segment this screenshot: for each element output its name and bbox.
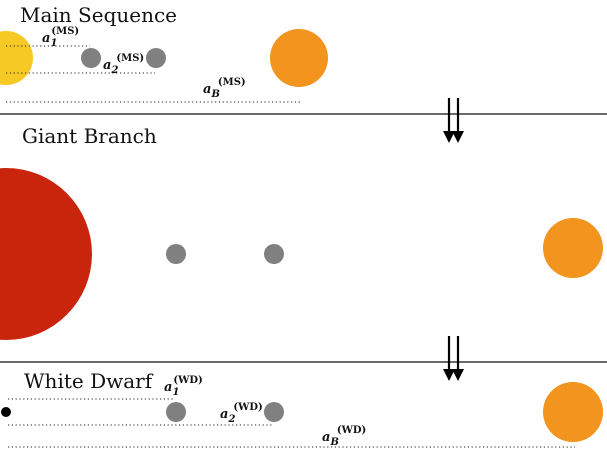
planet-2-ms [146,48,166,68]
planet-1-ms [81,48,101,68]
white-dwarf-title: White Dwarf [24,369,154,393]
label-a2-wd: a2(WD) [220,402,263,425]
main-sequence-title: Main Sequence [20,3,177,27]
white-dwarf-panel: White Dwarf a1(WD) a2(WD) aB(WD) [1,369,603,448]
label-a1-ms: a1(MS) [42,26,79,49]
main-sequence-panel: Main Sequence a1(MS) a2(MS) aB(MS) [0,3,328,103]
planet-2-gb [264,244,284,264]
giant-branch-title: Giant Branch [22,124,157,148]
white-dwarf-star [1,407,11,417]
double-down-arrow-icon [443,336,464,381]
companion-star-ms [270,29,328,87]
label-ab-wd: aB(WD) [322,425,366,448]
companion-star-gb [543,218,603,278]
giant-branch-panel: Giant Branch [0,124,603,340]
label-a1-wd: a1(WD) [164,375,203,398]
giant-star [0,168,92,340]
label-a2-ms: a2(MS) [103,53,144,76]
planet-1-gb [166,244,186,264]
companion-star-wd [543,382,603,442]
double-down-arrow-icon [443,98,464,143]
planet-2-wd [264,402,284,422]
planet-1-wd [166,402,186,422]
main-sequence-star [0,31,33,85]
label-ab-ms: aB(MS) [203,77,246,100]
